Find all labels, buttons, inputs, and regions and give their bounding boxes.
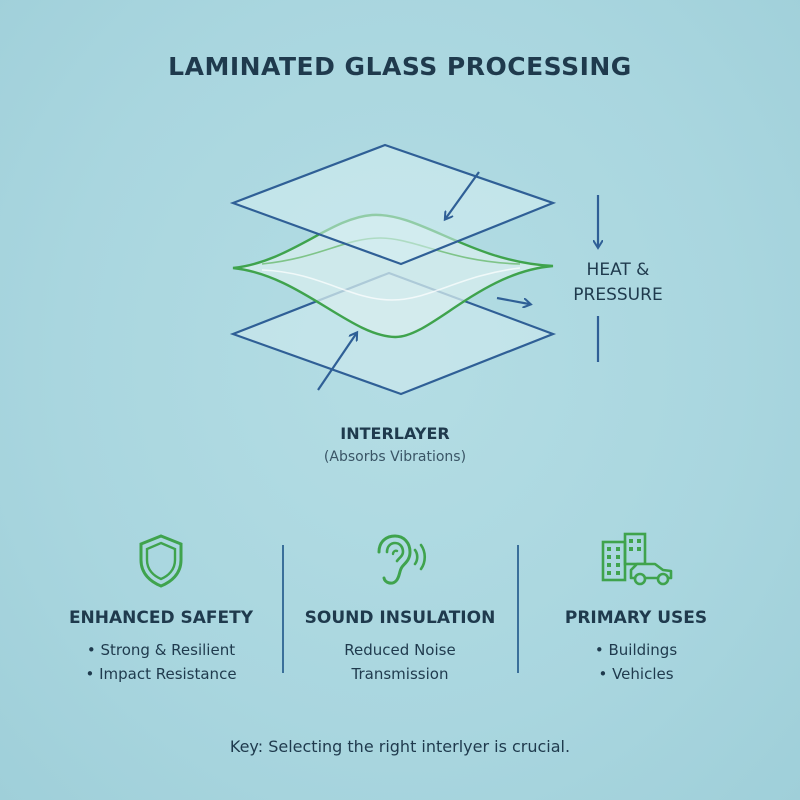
top-glass-pane xyxy=(229,143,557,266)
press-up-arrow xyxy=(317,334,356,391)
feature-name: ENHANCED SAFETY xyxy=(68,608,254,628)
heat-pressure-label: HEAT & PRESSURE xyxy=(573,260,663,305)
divider xyxy=(282,545,284,673)
feature-uses: PRIMARY USES • Buildings • Vehicles xyxy=(516,530,756,686)
feature-safety: ENHANCED SAFETY • Strong & Resilient • I… xyxy=(41,530,281,686)
interlayer-title: INTERLAYER xyxy=(340,424,450,443)
feature-bullet: • Buildings xyxy=(594,641,678,659)
press-down-arrow xyxy=(446,171,480,218)
page-title: LAMINATED GLASS PROCESSING xyxy=(168,52,632,81)
feature-description: Reduced Noise Transmission xyxy=(344,641,456,683)
key-note: Key: Selecting the right interlyer is cr… xyxy=(229,737,571,756)
shield-icon xyxy=(41,530,281,590)
ear-sound-icon xyxy=(280,530,520,590)
interlayer-subtitle: (Absorbs Vibrations) xyxy=(323,449,467,465)
feature-sound: SOUND INSULATION Reduced Noise Transmiss… xyxy=(280,530,520,686)
feature-bullet: • Vehicles xyxy=(598,665,674,683)
feature-name: SOUND INSULATION xyxy=(304,608,496,628)
feature-bullet: • Strong & Resilient xyxy=(86,641,236,659)
feature-name: PRIMARY USES xyxy=(564,608,708,628)
interlayer-highlight xyxy=(261,267,521,301)
divider xyxy=(517,545,519,673)
right-arrow xyxy=(496,296,529,304)
feature-bullet: • Impact Resistance xyxy=(85,665,237,683)
building-car-icon xyxy=(516,530,756,590)
